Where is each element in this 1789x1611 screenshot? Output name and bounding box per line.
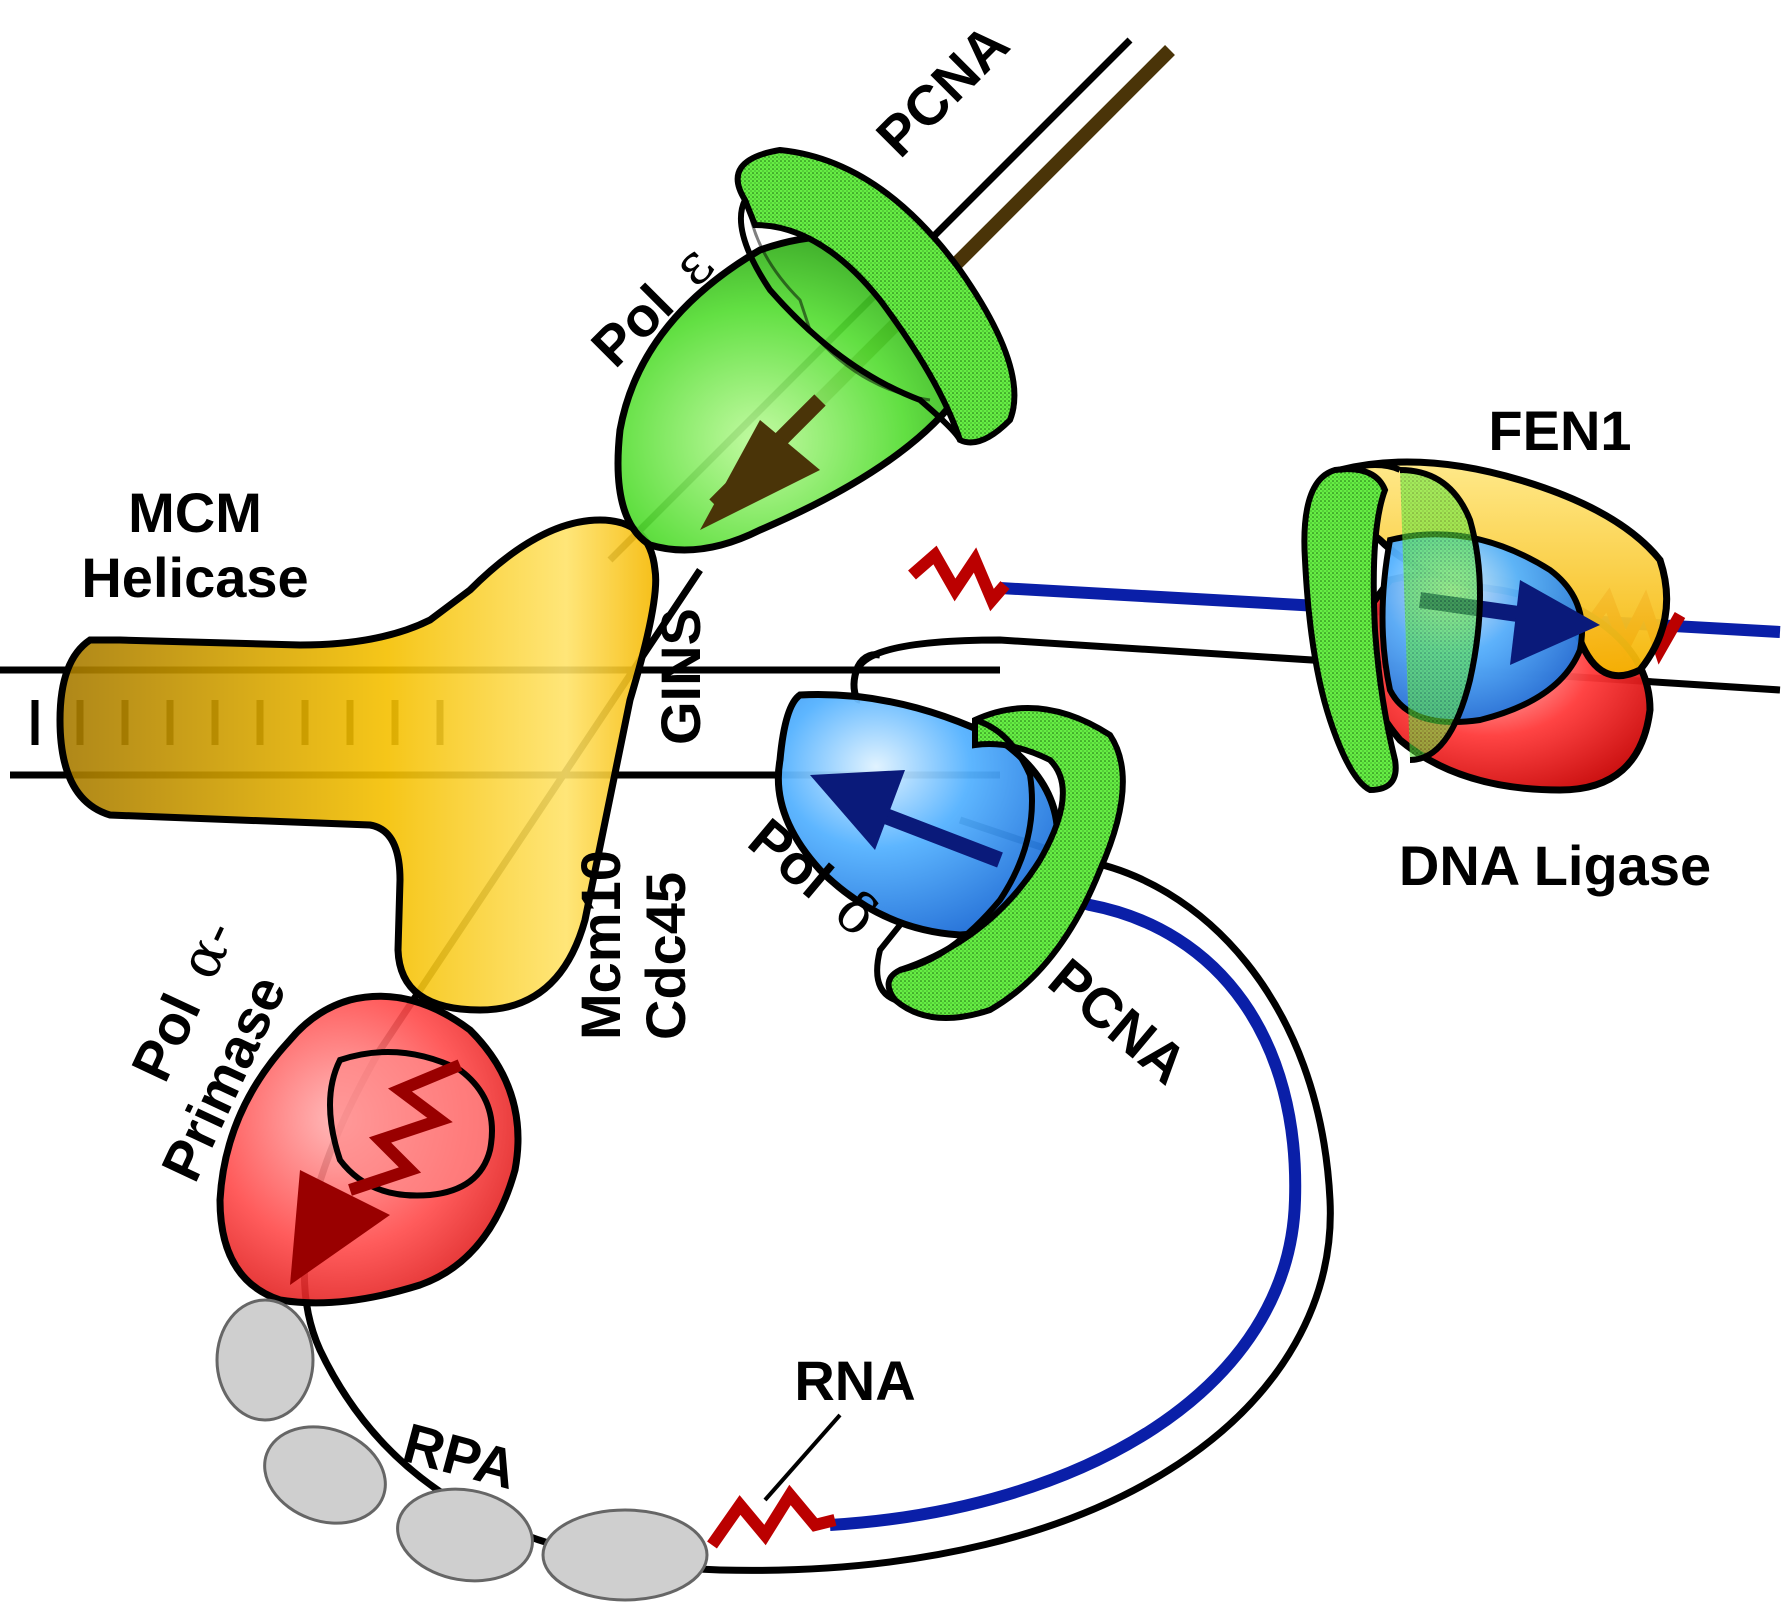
label-pcna-top: PCNA [864,12,1021,169]
pol-delta [774,691,1062,939]
primase-arrow-head [290,1170,390,1285]
pol-alpha-primase [216,992,522,1307]
label-gins: GINS [649,608,712,745]
rpa-bead [263,1425,387,1525]
rna-primer-okazaki [908,545,1010,612]
label-rpa: RPA [397,1411,523,1501]
label-fen1: FEN1 [1488,399,1631,462]
mcm-helicase-shape [56,516,660,1014]
pcna-ring-lower [874,705,1126,1021]
rpa-bead [541,1508,709,1602]
rna-primer-loop [707,1484,837,1549]
pcna-ring-top [734,146,1018,446]
label-mcm: MCM [128,481,262,544]
rna-pointer-line [763,1413,842,1502]
pol-delta-arrow-head [810,770,905,850]
flap-arrow-head [1510,580,1600,665]
pcna-ring-right [1301,462,1483,794]
label-pcna-lower: PCNA [1037,946,1199,1096]
label-rna: RNA [794,1349,915,1412]
rpa-bead [215,1298,315,1422]
leading-arrow-head [700,420,820,530]
rpa-bead [396,1487,534,1583]
rpa-chain [215,1298,709,1602]
label-dna-ligase: DNA Ligase [1399,834,1711,897]
label-mcm10: Mcm10 [569,850,632,1040]
label-cdc45: Cdc45 [634,872,697,1040]
label-helicase: Helicase [81,546,308,609]
